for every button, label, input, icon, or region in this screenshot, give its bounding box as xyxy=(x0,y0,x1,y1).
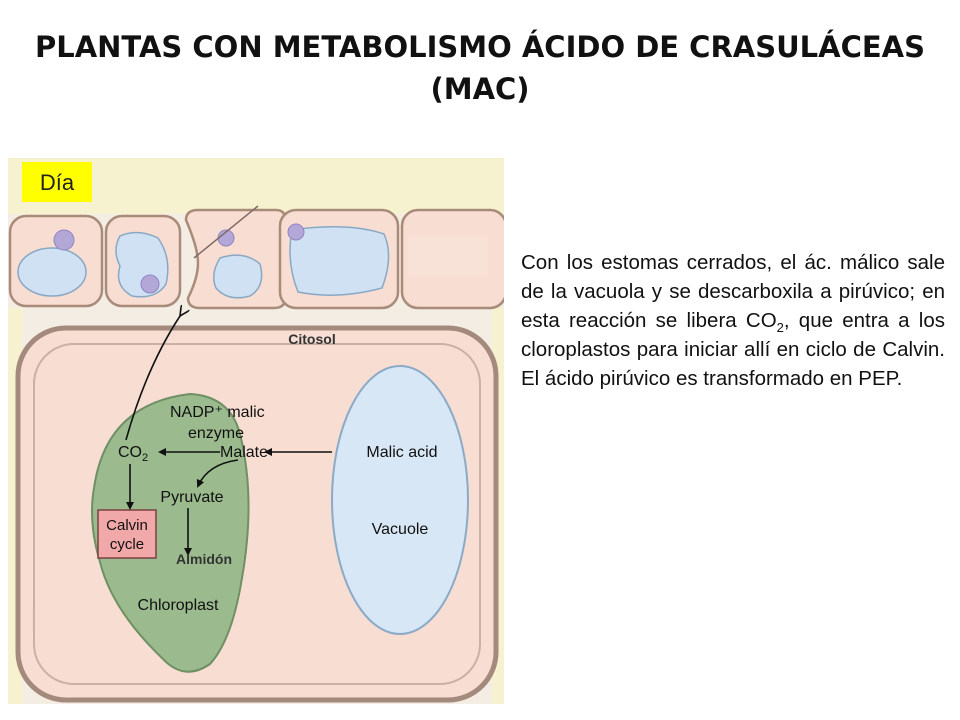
phase-label: Día xyxy=(40,170,75,195)
pathway-arrows xyxy=(125,316,332,556)
central-vacuole xyxy=(331,365,469,635)
nadp-enzyme-label-1: NADP⁺ malic xyxy=(170,404,265,421)
vacuole-label: Vacuole xyxy=(372,521,429,538)
cytosol-label: Citosol xyxy=(288,331,335,347)
starch-label: Almidón xyxy=(176,551,232,567)
chloroplast xyxy=(91,392,250,673)
chloroplast-label: Chloroplast xyxy=(138,597,219,614)
stoma-slit xyxy=(193,205,259,259)
co2-label: CO2 xyxy=(118,444,148,464)
explanation-part-2: , que entra a los cloroplastos para inic… xyxy=(521,309,945,390)
slide-title: PLANTAS CON METABOLISMO ÁCIDO DE CRASULÁ… xyxy=(0,26,960,110)
phase-badge xyxy=(22,162,92,202)
calvin-label-1: Calvin xyxy=(106,517,148,534)
cam-day-diagram: Día Citosol NADP⁺ malic enzyme CO2 Malat… xyxy=(8,158,504,704)
explanation-part-1: Con los estomas cerrados, el ác. málico … xyxy=(521,251,945,332)
title-line-1: PLANTAS CON METABOLISMO ÁCIDO DE CRASULÁ… xyxy=(34,30,926,64)
malate-label: Malate xyxy=(220,444,268,461)
epidermal-vacuoles xyxy=(17,226,390,299)
title-line-2: (MAC) xyxy=(430,72,530,106)
calvin-cycle-box xyxy=(97,509,157,559)
malic-acid-label: Malic acid xyxy=(366,444,437,461)
explanation-paragraph: Con los estomas cerrados, el ác. málico … xyxy=(521,248,945,393)
co2-subscript: 2 xyxy=(776,320,784,336)
calvin-label-2: cycle xyxy=(110,536,144,553)
nadp-enzyme-label-2: enzyme xyxy=(188,425,244,442)
vesicles xyxy=(53,223,305,294)
pyruvate-label: Pyruvate xyxy=(160,489,223,506)
